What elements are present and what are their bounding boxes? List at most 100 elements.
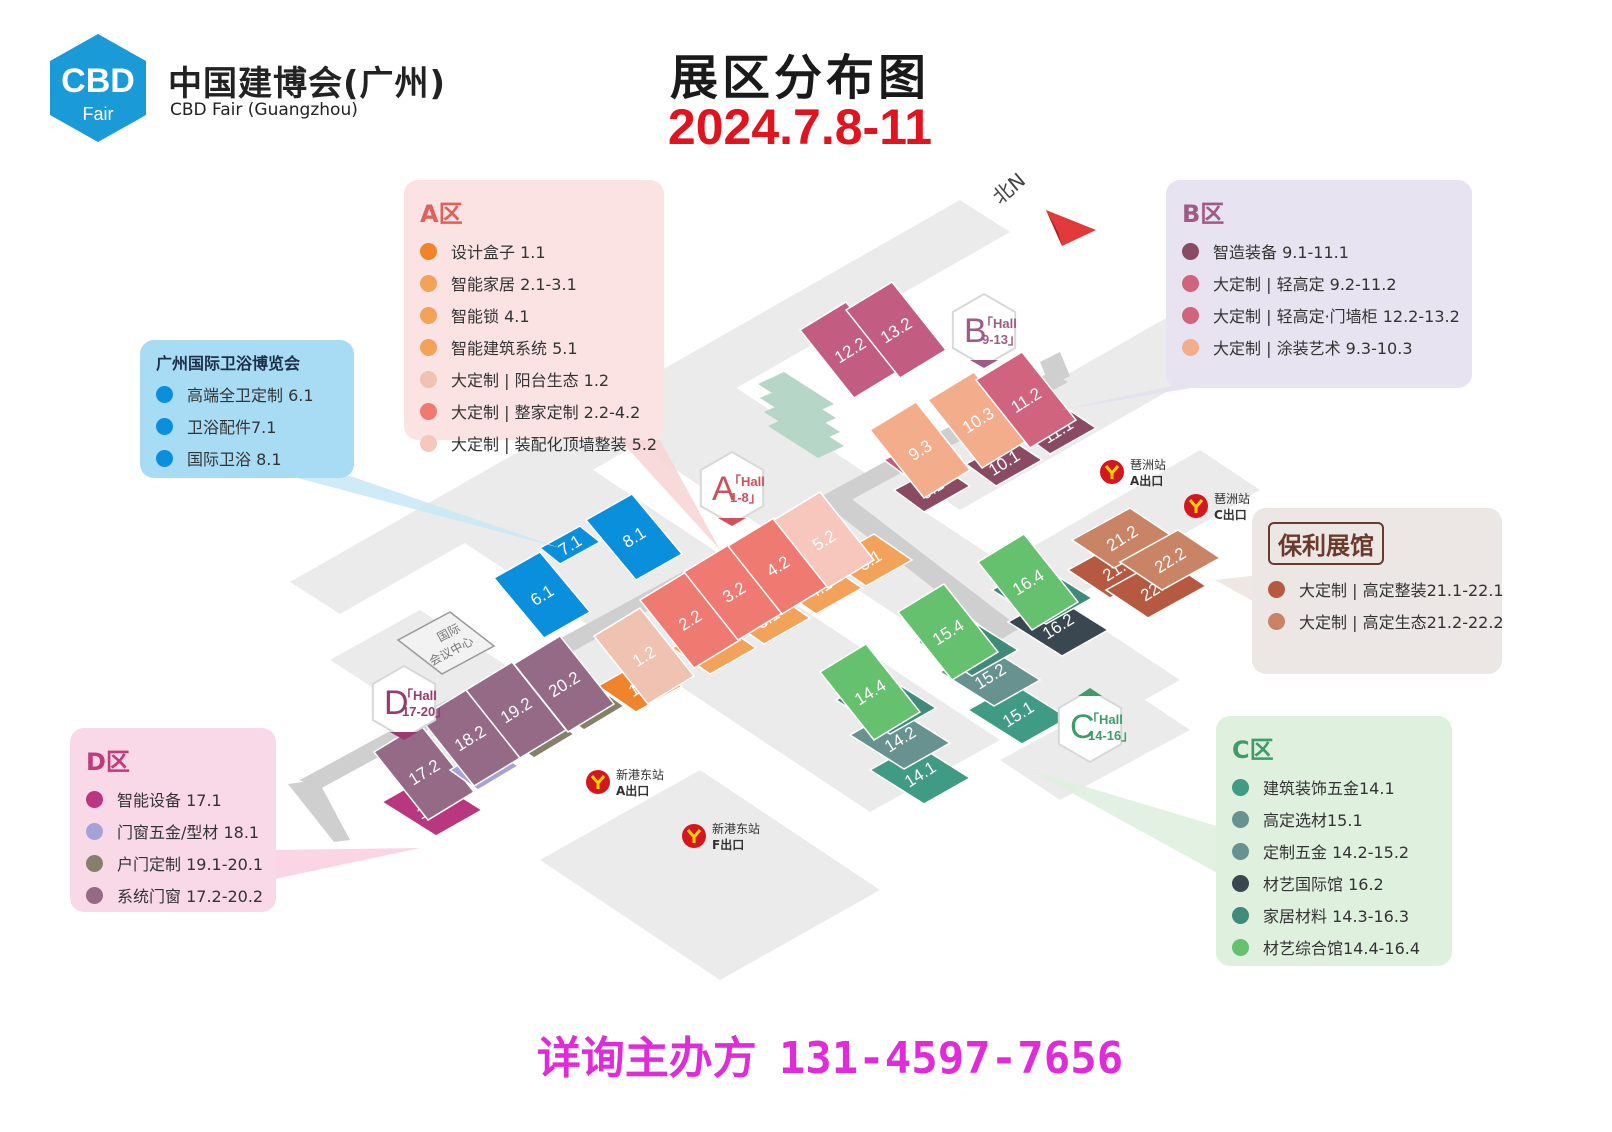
legend-label: 材艺综合馆14.4-16.4 — [1263, 939, 1421, 958]
legend-label: 设计盒子 1.1 — [451, 243, 546, 262]
station-exit: F出口 — [712, 837, 744, 852]
color-swatch-icon — [420, 338, 437, 356]
hall-18-2[interactable]: 18.2 — [418, 689, 522, 787]
legend-label: 材艺国际馆 16.2 — [1263, 875, 1384, 894]
color-swatch-icon — [86, 790, 103, 808]
station-name: 新港东站 — [616, 767, 664, 782]
color-swatch-icon — [420, 306, 437, 324]
hall-6-1[interactable]: 6.1 — [492, 551, 592, 639]
hall-2-2[interactable]: 2.2 — [638, 571, 742, 669]
pointer-triangle-icon — [1078, 688, 1102, 696]
hall-17-2[interactable]: 17.2 — [372, 723, 476, 821]
hall-block — [974, 351, 1078, 449]
contact-phone[interactable]: 131-4597-7656 — [778, 1033, 1124, 1084]
legend-item: 智能建筑系统 5.1 — [420, 331, 648, 363]
station-exit: A出口 — [616, 783, 649, 798]
legend-item: 建筑装饰五金14.1 — [1232, 771, 1436, 803]
hall-block — [868, 401, 972, 499]
contact-label: 详询主办方 — [536, 1033, 757, 1084]
org-name-en: CBD Fair (Guangzhou) — [170, 100, 358, 120]
legend-label: 国际卫浴 8.1 — [187, 450, 282, 469]
hall-3-2[interactable]: 3.2 — [682, 543, 786, 641]
hall-block — [976, 533, 1080, 631]
legend-item: 大定制 | 高定整装21.1-22.1 — [1268, 573, 1504, 605]
logo-text-sub: Fair — [83, 104, 114, 124]
station-name: 新港东站 — [712, 821, 760, 836]
hall-10-3[interactable]: 10.3 — [926, 371, 1030, 469]
legend-label: 卫浴配件7.1 — [187, 418, 277, 437]
page-title: 展区分布图 — [669, 50, 930, 106]
legend-label: 家居材料 14.3-16.3 — [1263, 907, 1410, 926]
hall-20-2[interactable]: 20.2 — [512, 635, 616, 733]
hall-16-4[interactable]: 16.4 — [976, 533, 1080, 631]
hall-block — [492, 551, 592, 639]
hall-11-2[interactable]: 11.2 — [974, 351, 1078, 449]
hall-block — [512, 635, 616, 733]
legend-item: 大定制 | 整家定制 2.2-4.2 — [420, 395, 648, 427]
hall-block — [1118, 529, 1222, 591]
decorative-blocks — [758, 372, 844, 458]
hall-8-1[interactable]: 8.1 — [584, 493, 684, 581]
legend-item: 系统门窗 17.2-20.2 — [86, 879, 264, 911]
halls-layer: 1.12.13.14.15.11.22.23.24.25.26.17.18.19… — [372, 281, 1222, 837]
legend-label: 系统门窗 17.2-20.2 — [117, 887, 264, 906]
contact-info: 详询主办方 131-4597-7656 — [520, 1022, 1140, 1086]
legend-label: 大定制 | 轻高定·门墙柜 12.2-13.2 — [1213, 307, 1460, 326]
legend-item: 大定制 | 阳台生态 1.2 — [420, 363, 648, 395]
color-swatch-icon — [420, 434, 437, 452]
legend-item: 高端全卫定制 6.1 — [156, 378, 338, 410]
hall-22-2[interactable]: 22.2 — [1118, 529, 1222, 591]
legend-item: 大定制 | 涂装艺术 9.3-10.3 — [1182, 331, 1456, 363]
legend-item: 智能设备 17.1 — [86, 783, 260, 815]
hall-13-2[interactable]: 13.2 — [844, 281, 948, 379]
hex-badge-icon — [1057, 688, 1123, 764]
legend-item: 卫浴配件7.1 — [156, 410, 338, 442]
hall-4-2[interactable]: 4.2 — [726, 517, 830, 615]
hall-marker-line1: 「Hall — [400, 688, 437, 703]
station-exit: A出口 — [1130, 473, 1163, 488]
hall-1-2[interactable]: 1.2 — [592, 607, 696, 705]
color-swatch-icon — [1182, 242, 1199, 260]
north-label: 北N — [988, 168, 1030, 209]
color-swatch-icon — [1232, 906, 1249, 924]
legend-label: 门窗五金/型材 18.1 — [117, 823, 260, 842]
legend-item: 大定制 | 装配化顶墙整装 5.2 — [420, 427, 657, 459]
hall-15-4[interactable]: 15.4 — [896, 583, 1000, 681]
hall-12-2[interactable]: 12.2 — [798, 301, 902, 399]
legend-label: 高定选材15.1 — [1263, 811, 1363, 830]
legend-label: 大定制 | 装配化顶墙整装 5.2 — [451, 435, 658, 454]
station-exit: C出口 — [1214, 507, 1247, 522]
hall-14-4[interactable]: 14.4 — [818, 643, 922, 741]
conference-center[interactable]: 国际 会议中心 — [396, 611, 496, 675]
legend-label: 大定制 | 整家定制 2.2-4.2 — [451, 403, 641, 422]
hall-5-2[interactable]: 5.2 — [772, 491, 876, 589]
hall-block — [772, 491, 876, 589]
legend-label: 建筑装饰五金14.1 — [1263, 779, 1395, 798]
hall-marker-line1: 「Hall — [980, 316, 1017, 331]
color-swatch-icon — [86, 886, 103, 904]
color-swatch-icon — [156, 385, 173, 403]
hall-marker-line1: 「Hall — [728, 474, 765, 489]
station-name: 琶洲站 — [1130, 458, 1166, 472]
hall-marker-line1: 「Hall — [1086, 712, 1123, 727]
color-swatch-icon — [1268, 612, 1285, 630]
hall-block — [584, 493, 684, 581]
hall-marker-letter: A — [712, 470, 735, 508]
legend-title: B区 — [1182, 200, 1225, 228]
legend-item: 大定制 | 高定生态21.2-22.2 — [1268, 605, 1504, 637]
legend-label: 智能建筑系统 5.1 — [451, 339, 578, 358]
hall-9-3[interactable]: 9.3 — [868, 401, 972, 499]
